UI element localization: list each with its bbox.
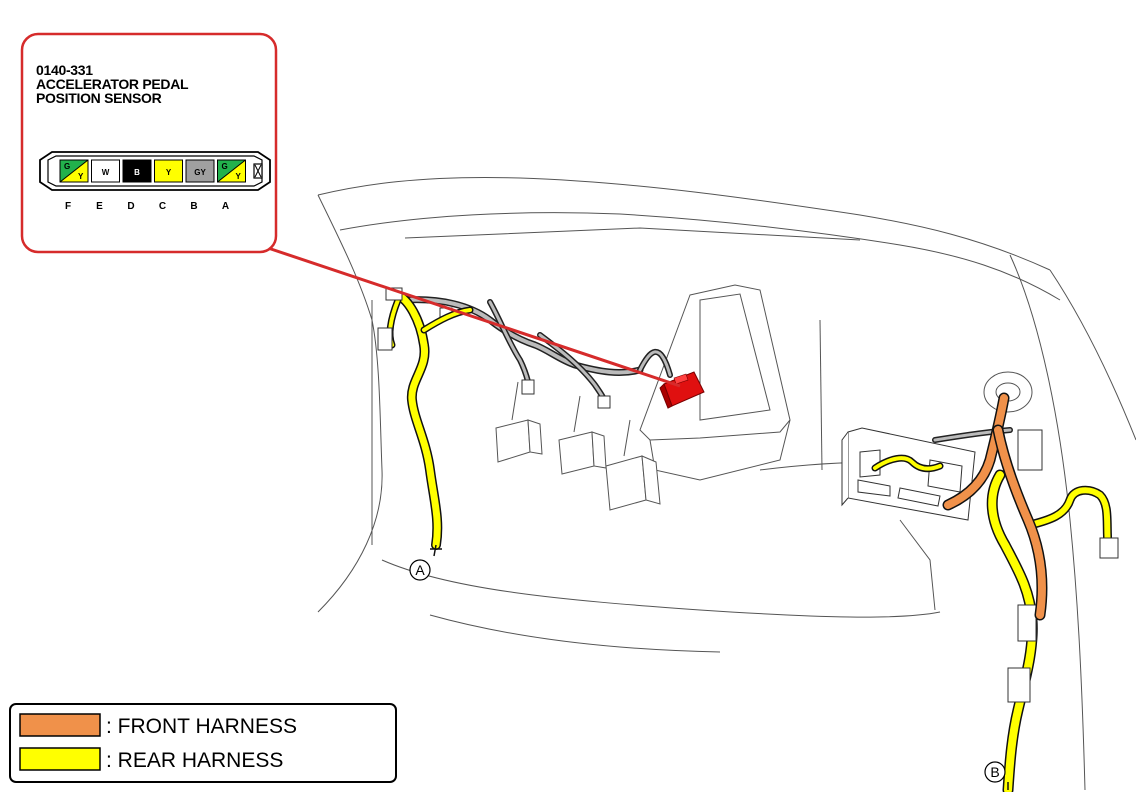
dark-harness-connectors [439, 307, 611, 409]
junction-box [841, 427, 976, 521]
pin-c: Y [154, 159, 183, 183]
legend-front-label: : FRONT HARNESS [106, 715, 297, 738]
pin-color-top: G [64, 162, 70, 171]
leader-line [267, 246, 681, 388]
pin-e: W [91, 159, 120, 183]
accelerator-pedal-sensor [659, 371, 705, 409]
legend-front-swatch [19, 713, 101, 737]
callout-b-label: B [990, 764, 999, 780]
rear-harness [386, 290, 1113, 792]
connector-detail-box: 0140-331 ACCELERATOR PEDAL POSITION SENS… [20, 32, 278, 254]
vehicle-outline [317, 176, 1136, 791]
pin-f: GY [59, 159, 89, 183]
pin-d: B [122, 159, 152, 183]
pin-b: GY [185, 159, 215, 183]
pin-letter-b: B [190, 201, 197, 212]
callout-a-label: A [415, 562, 425, 578]
pin-color-label: Y [166, 168, 172, 177]
pin-color-label: W [102, 168, 110, 177]
legend-rear-label: : REAR HARNESS [106, 749, 283, 772]
connector-code: 0140-331 [36, 62, 93, 78]
connector-title-line1: ACCELERATOR PEDAL [36, 76, 189, 92]
legend-rear-swatch [19, 747, 101, 771]
connector-box-frame [20, 32, 278, 254]
pin-color-bottom: Y [78, 172, 84, 181]
pin-letter-c: C [159, 201, 166, 212]
callout-a: A [409, 559, 431, 581]
connector-title-line2: POSITION SENSOR [36, 90, 162, 106]
pin-color-label: B [134, 168, 140, 177]
wire-ends [430, 544, 1009, 790]
pin-letter-a: A [222, 201, 229, 212]
pin-color-top: G [222, 162, 228, 171]
pedals [495, 381, 661, 511]
pin-letter-e: E [96, 201, 103, 212]
legend-frame [9, 703, 397, 783]
legend: : FRONT HARNESS : REAR HARNESS [9, 703, 397, 783]
pedal-box [639, 284, 791, 481]
callout-b: B [984, 761, 1006, 783]
pin-color-bottom: Y [236, 172, 242, 181]
pin-letter-d: D [127, 201, 134, 212]
pin-letter-f: F [65, 201, 71, 212]
pin-color-label: GY [194, 168, 206, 177]
front-harness [942, 392, 1048, 621]
rear-harness-connectors [377, 287, 1119, 703]
pin-a: GY [217, 159, 246, 183]
